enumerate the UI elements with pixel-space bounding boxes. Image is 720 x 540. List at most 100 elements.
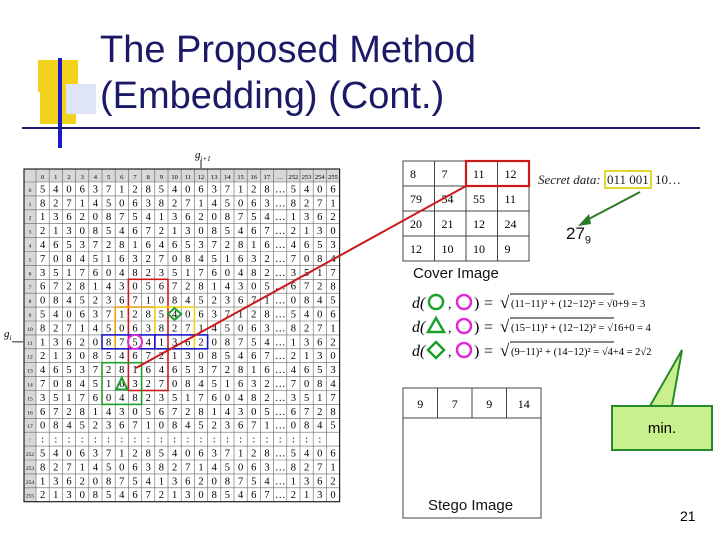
min-callout-pointer <box>648 349 683 407</box>
matrix-cell: 7 <box>317 323 322 334</box>
matrix-cell: 7 <box>146 351 151 362</box>
matrix-cell: 7 <box>66 462 71 473</box>
matrix-col-header: … <box>277 174 284 181</box>
matrix-cell: 1 <box>159 337 164 348</box>
matrix-cell: 3 <box>119 407 124 418</box>
matrix-cell: 3 <box>53 476 58 487</box>
matrix-cell: 8 <box>172 296 177 307</box>
matrix-cell: 0 <box>93 337 98 348</box>
matrix-cell: 8 <box>159 198 164 209</box>
matrix-cell: 0 <box>53 379 58 390</box>
matrix-cell: 7 <box>66 323 71 334</box>
matrix-row-header: 4 <box>29 244 32 250</box>
matrix-row-header: 9 <box>29 313 32 319</box>
matrix-cell: 5 <box>159 184 164 195</box>
matrix-cell: 3 <box>159 268 164 279</box>
circle-marker <box>127 333 143 350</box>
matrix-cell: 1 <box>198 198 203 209</box>
matrix-cell: 5 <box>304 393 309 404</box>
matrix-cell: : <box>252 435 255 446</box>
matrix-cell: 8 <box>93 351 98 362</box>
matrix-cell: 2 <box>264 379 269 390</box>
matrix-cell: 6 <box>146 240 151 251</box>
matrix-cell: 1 <box>93 407 98 418</box>
matrix-cell: 8 <box>212 351 217 362</box>
matrix-cell: 2 <box>66 407 71 418</box>
matrix-cell: 2 <box>185 282 190 293</box>
matrix-cell: 8 <box>93 490 98 501</box>
matrix-cell: 3 <box>53 212 58 223</box>
matrix-cell: 1 <box>132 365 137 376</box>
matrix-cell: 4 <box>146 212 152 223</box>
matrix-cell: 8 <box>53 296 58 307</box>
matrix-cell: 0 <box>185 184 190 195</box>
secret-data-highlight: 011 001 <box>603 170 652 189</box>
matrix-cell: 4 <box>146 337 152 348</box>
matrix-cell: 4 <box>185 296 191 307</box>
matrix-col-header: 16 <box>251 174 258 181</box>
matrix-cell: 7 <box>225 449 230 460</box>
matrix-row-header: 1 <box>29 202 32 208</box>
matrix-cell: 8 <box>172 421 177 432</box>
matrix-cell: … <box>275 351 286 362</box>
matrix-cell: 6 <box>132 462 137 473</box>
matrix-cell: 3 <box>330 240 335 251</box>
matrix-cell: 7 <box>238 476 243 487</box>
matrix-cell: 3 <box>198 240 203 251</box>
matrix-cell: 8 <box>119 240 124 251</box>
cover-cell: 10 <box>473 242 485 256</box>
matrix-cell: 1 <box>40 337 45 348</box>
matrix-cell: 2 <box>53 462 58 473</box>
distance-fn: d( <box>412 343 427 360</box>
matrix-cell: 4 <box>185 421 191 432</box>
matrix-cell: 6 <box>80 184 85 195</box>
matrix-cell: 6 <box>132 323 137 334</box>
matrix-cell: 7 <box>251 421 256 432</box>
matrix-cell: 8 <box>66 254 71 265</box>
matrix-cell: 7 <box>53 407 58 418</box>
matrix-cell: 0 <box>119 198 124 209</box>
matrix-cell: … <box>275 449 286 460</box>
matrix-cell: 6 <box>291 407 296 418</box>
matrix-cell: 8 <box>66 379 71 390</box>
matrix-cell: 7 <box>291 254 296 265</box>
matrix-row-header: 254 <box>26 480 35 486</box>
matrix-cell: 8 <box>53 421 58 432</box>
matrix-cell: … <box>275 268 286 279</box>
cover-cell: 79 <box>410 192 422 206</box>
matrix-cell: 3 <box>330 365 335 376</box>
matrix-col-header: 1 <box>54 174 57 181</box>
matrix-cell: : <box>200 435 203 446</box>
circle-icon <box>455 293 473 311</box>
matrix-cell: 1 <box>251 365 256 376</box>
matrix-cell: … <box>275 476 286 487</box>
matrix-cell: 5 <box>172 268 177 279</box>
matrix-cell: 5 <box>106 462 111 473</box>
matrix-cell: 0 <box>291 421 296 432</box>
matrix-cell: 2 <box>172 323 177 334</box>
matrix-row-header: 253 <box>26 466 35 472</box>
matrix-cell: 2 <box>146 268 151 279</box>
matrix-cell: 7 <box>132 421 137 432</box>
matrix-cell: 7 <box>304 282 309 293</box>
matrix-cell: 0 <box>132 407 137 418</box>
matrix-cell: 5 <box>66 240 71 251</box>
matrix-cell: 6 <box>238 379 243 390</box>
matrix-cell: 1 <box>291 212 296 223</box>
highlight-green-box <box>101 361 143 406</box>
matrix-cell: 6 <box>172 365 177 376</box>
matrix-cell: 6 <box>317 476 322 487</box>
matrix-cell: 5 <box>132 476 137 487</box>
matrix-cell: 2 <box>264 254 269 265</box>
matrix-cell: 1 <box>119 310 124 321</box>
matrix-cell: 1 <box>264 421 269 432</box>
matrix-cell: 1 <box>106 254 111 265</box>
matrix-cell: 5 <box>93 379 98 390</box>
matrix-cell: 8 <box>40 462 45 473</box>
matrix-cell: 7 <box>159 379 164 390</box>
matrix-cell: 2 <box>264 268 269 279</box>
matrix-row-header: 10 <box>27 327 33 333</box>
matrix-cell: 1 <box>330 462 335 473</box>
matrix-cell: 6 <box>40 282 45 293</box>
